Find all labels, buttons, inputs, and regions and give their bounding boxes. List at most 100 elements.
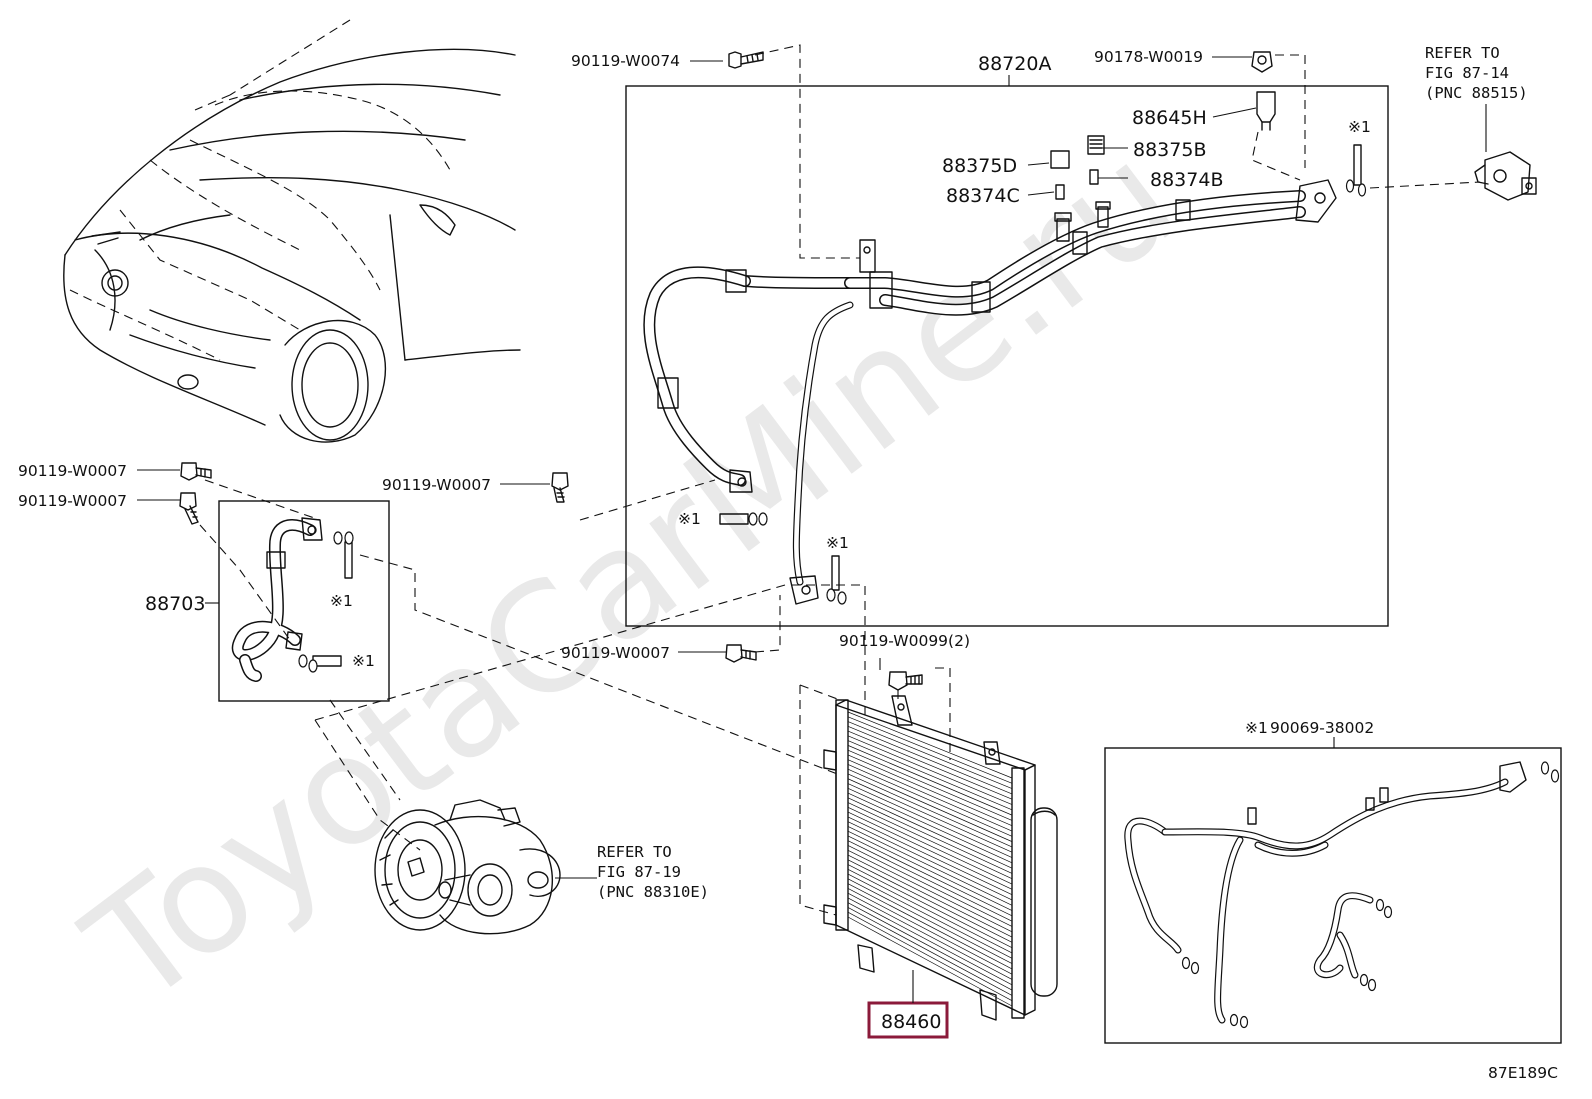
condenser-fin <box>847 745 1013 816</box>
refer-note-line1: REFER TO <box>597 843 672 861</box>
condenser-fin <box>847 873 1013 959</box>
assembly-box-88720a <box>625 85 1389 627</box>
refer-note-fig-87-14: REFER TO FIG 87-14 (PNC 88515) <box>1425 44 1528 102</box>
bolt-90119-w0099 <box>888 671 923 691</box>
label-90119-w0007-a: 90119-W0007 <box>18 462 127 480</box>
condenser-fin <box>847 902 1013 991</box>
condenser-fin <box>847 783 1013 858</box>
condenser-fin <box>847 778 1013 853</box>
condenser-fin <box>847 816 1013 895</box>
detail-hose-assembly <box>1124 761 1560 1029</box>
condenser-fin <box>847 754 1013 827</box>
label-88375b: 88375B <box>1133 139 1206 161</box>
note-mark-88703-lower: ※1 <box>352 652 375 670</box>
hose-88703 <box>231 517 354 682</box>
condenser-fin <box>847 716 1013 784</box>
note-mark-liquid-pipe: ※1 <box>826 534 849 552</box>
bolts <box>179 51 1273 691</box>
label-90119-w0099: 90119-W0099(2) <box>839 632 970 650</box>
highlight-box-88460 <box>867 1001 949 1039</box>
service-valves <box>1050 91 1276 242</box>
refer-note-line2: FIG 87-19 <box>597 863 681 881</box>
headlight-ring <box>101 269 129 297</box>
condenser-fins <box>847 711 1013 1007</box>
label-90119-w0007-b: 90119-W0007 <box>18 492 127 510</box>
nut-90178-w0019 <box>1251 51 1273 73</box>
label-88703: 88703 <box>145 593 205 615</box>
vehicle-front-illustration <box>63 19 521 443</box>
label-90119-w0074: 90119-W0074 <box>571 52 680 70</box>
note-mark-88703-upper: ※1 <box>330 592 353 610</box>
condenser-fin <box>847 864 1013 948</box>
bolt-90119-w0007-c <box>551 472 569 503</box>
label-88720a: 88720A <box>978 53 1051 75</box>
condenser-fin <box>847 911 1013 1002</box>
condenser-fin <box>847 811 1013 890</box>
condenser-fin <box>847 740 1013 811</box>
condenser-fin <box>847 735 1013 805</box>
label-88460: 88460 <box>881 1011 941 1033</box>
dashed-connection-lines <box>199 44 1481 916</box>
expansion-valve-illustration <box>1474 151 1537 201</box>
note-mark-left-hose: ※1 <box>678 510 701 528</box>
refer-note-line3: (PNC 88310E) <box>597 883 709 901</box>
condenser-fin <box>847 711 1013 779</box>
condenser-fin <box>847 730 1013 800</box>
condenser-fin <box>847 859 1013 943</box>
condenser-fin <box>847 854 1013 938</box>
leader-lines <box>137 56 1257 670</box>
condenser-fin <box>847 845 1013 927</box>
o-ring-detail-box <box>1104 747 1562 1044</box>
condenser-fin <box>847 821 1013 901</box>
condenser-fin <box>847 721 1013 789</box>
label-88645h: 88645H <box>1132 107 1207 129</box>
label-88374b: 88374B <box>1150 169 1223 191</box>
condenser-fin <box>847 830 1013 911</box>
hose-assembly-main <box>643 179 1337 605</box>
label-90119-w0007-c: 90119-W0007 <box>382 476 491 494</box>
condenser-fin <box>847 792 1013 869</box>
condenser-fin <box>847 787 1013 864</box>
valve-core-88374b <box>1089 169 1099 185</box>
condenser-fin <box>847 802 1013 880</box>
refer-note-line3: (PNC 88515) <box>1425 84 1528 102</box>
condenser-fin <box>847 773 1013 848</box>
condenser-fin <box>847 835 1013 917</box>
condenser-fin <box>847 907 1013 996</box>
condenser-fin <box>847 759 1013 832</box>
valve-core-88374c <box>1055 184 1065 200</box>
label-90119-w0007-d: 90119-W0007 <box>561 644 670 662</box>
condenser-fin <box>847 888 1013 975</box>
o-rings-main <box>719 144 1367 605</box>
valve-cap-88375b <box>1087 135 1105 155</box>
condenser-fin <box>847 826 1013 906</box>
condenser-fin <box>847 849 1013 933</box>
refer-note-line2: FIG 87-14 <box>1425 64 1509 82</box>
condenser-fin <box>847 725 1013 795</box>
condenser-88460 <box>823 695 1058 1021</box>
assembly-box-88703 <box>218 500 390 702</box>
bolt-90119-w0007-a <box>180 462 212 481</box>
condenser-fin <box>847 807 1013 885</box>
condenser-fin <box>847 878 1013 964</box>
condenser-fin <box>847 768 1013 842</box>
label-90069-38002: 90069-38002 <box>1270 719 1374 737</box>
condenser-fin <box>847 749 1013 821</box>
pressure-switch-88645h <box>1256 91 1276 123</box>
condenser-fin <box>847 840 1013 922</box>
note-mark-top-right: ※1 <box>1348 118 1371 136</box>
valve-cap-88375d <box>1050 150 1070 169</box>
bolt-90119-w0007-b <box>179 492 199 525</box>
condenser-fin <box>847 869 1013 954</box>
bolt-90119-w0007-d <box>725 644 757 663</box>
label-88375d: 88375D <box>942 155 1017 177</box>
receiver-tank <box>1030 807 1058 997</box>
bolt-90119-w0074 <box>728 51 764 69</box>
condenser-fin <box>847 797 1013 874</box>
refer-note-fig-87-19: REFER TO FIG 87-19 (PNC 88310E) <box>597 843 709 901</box>
label-90178-w0019: 90178-W0019 <box>1094 48 1203 66</box>
figure-code: 87E189C <box>1488 1064 1558 1082</box>
note-mark-detail-box: ※1 <box>1245 719 1268 737</box>
condenser-fin <box>847 892 1013 980</box>
